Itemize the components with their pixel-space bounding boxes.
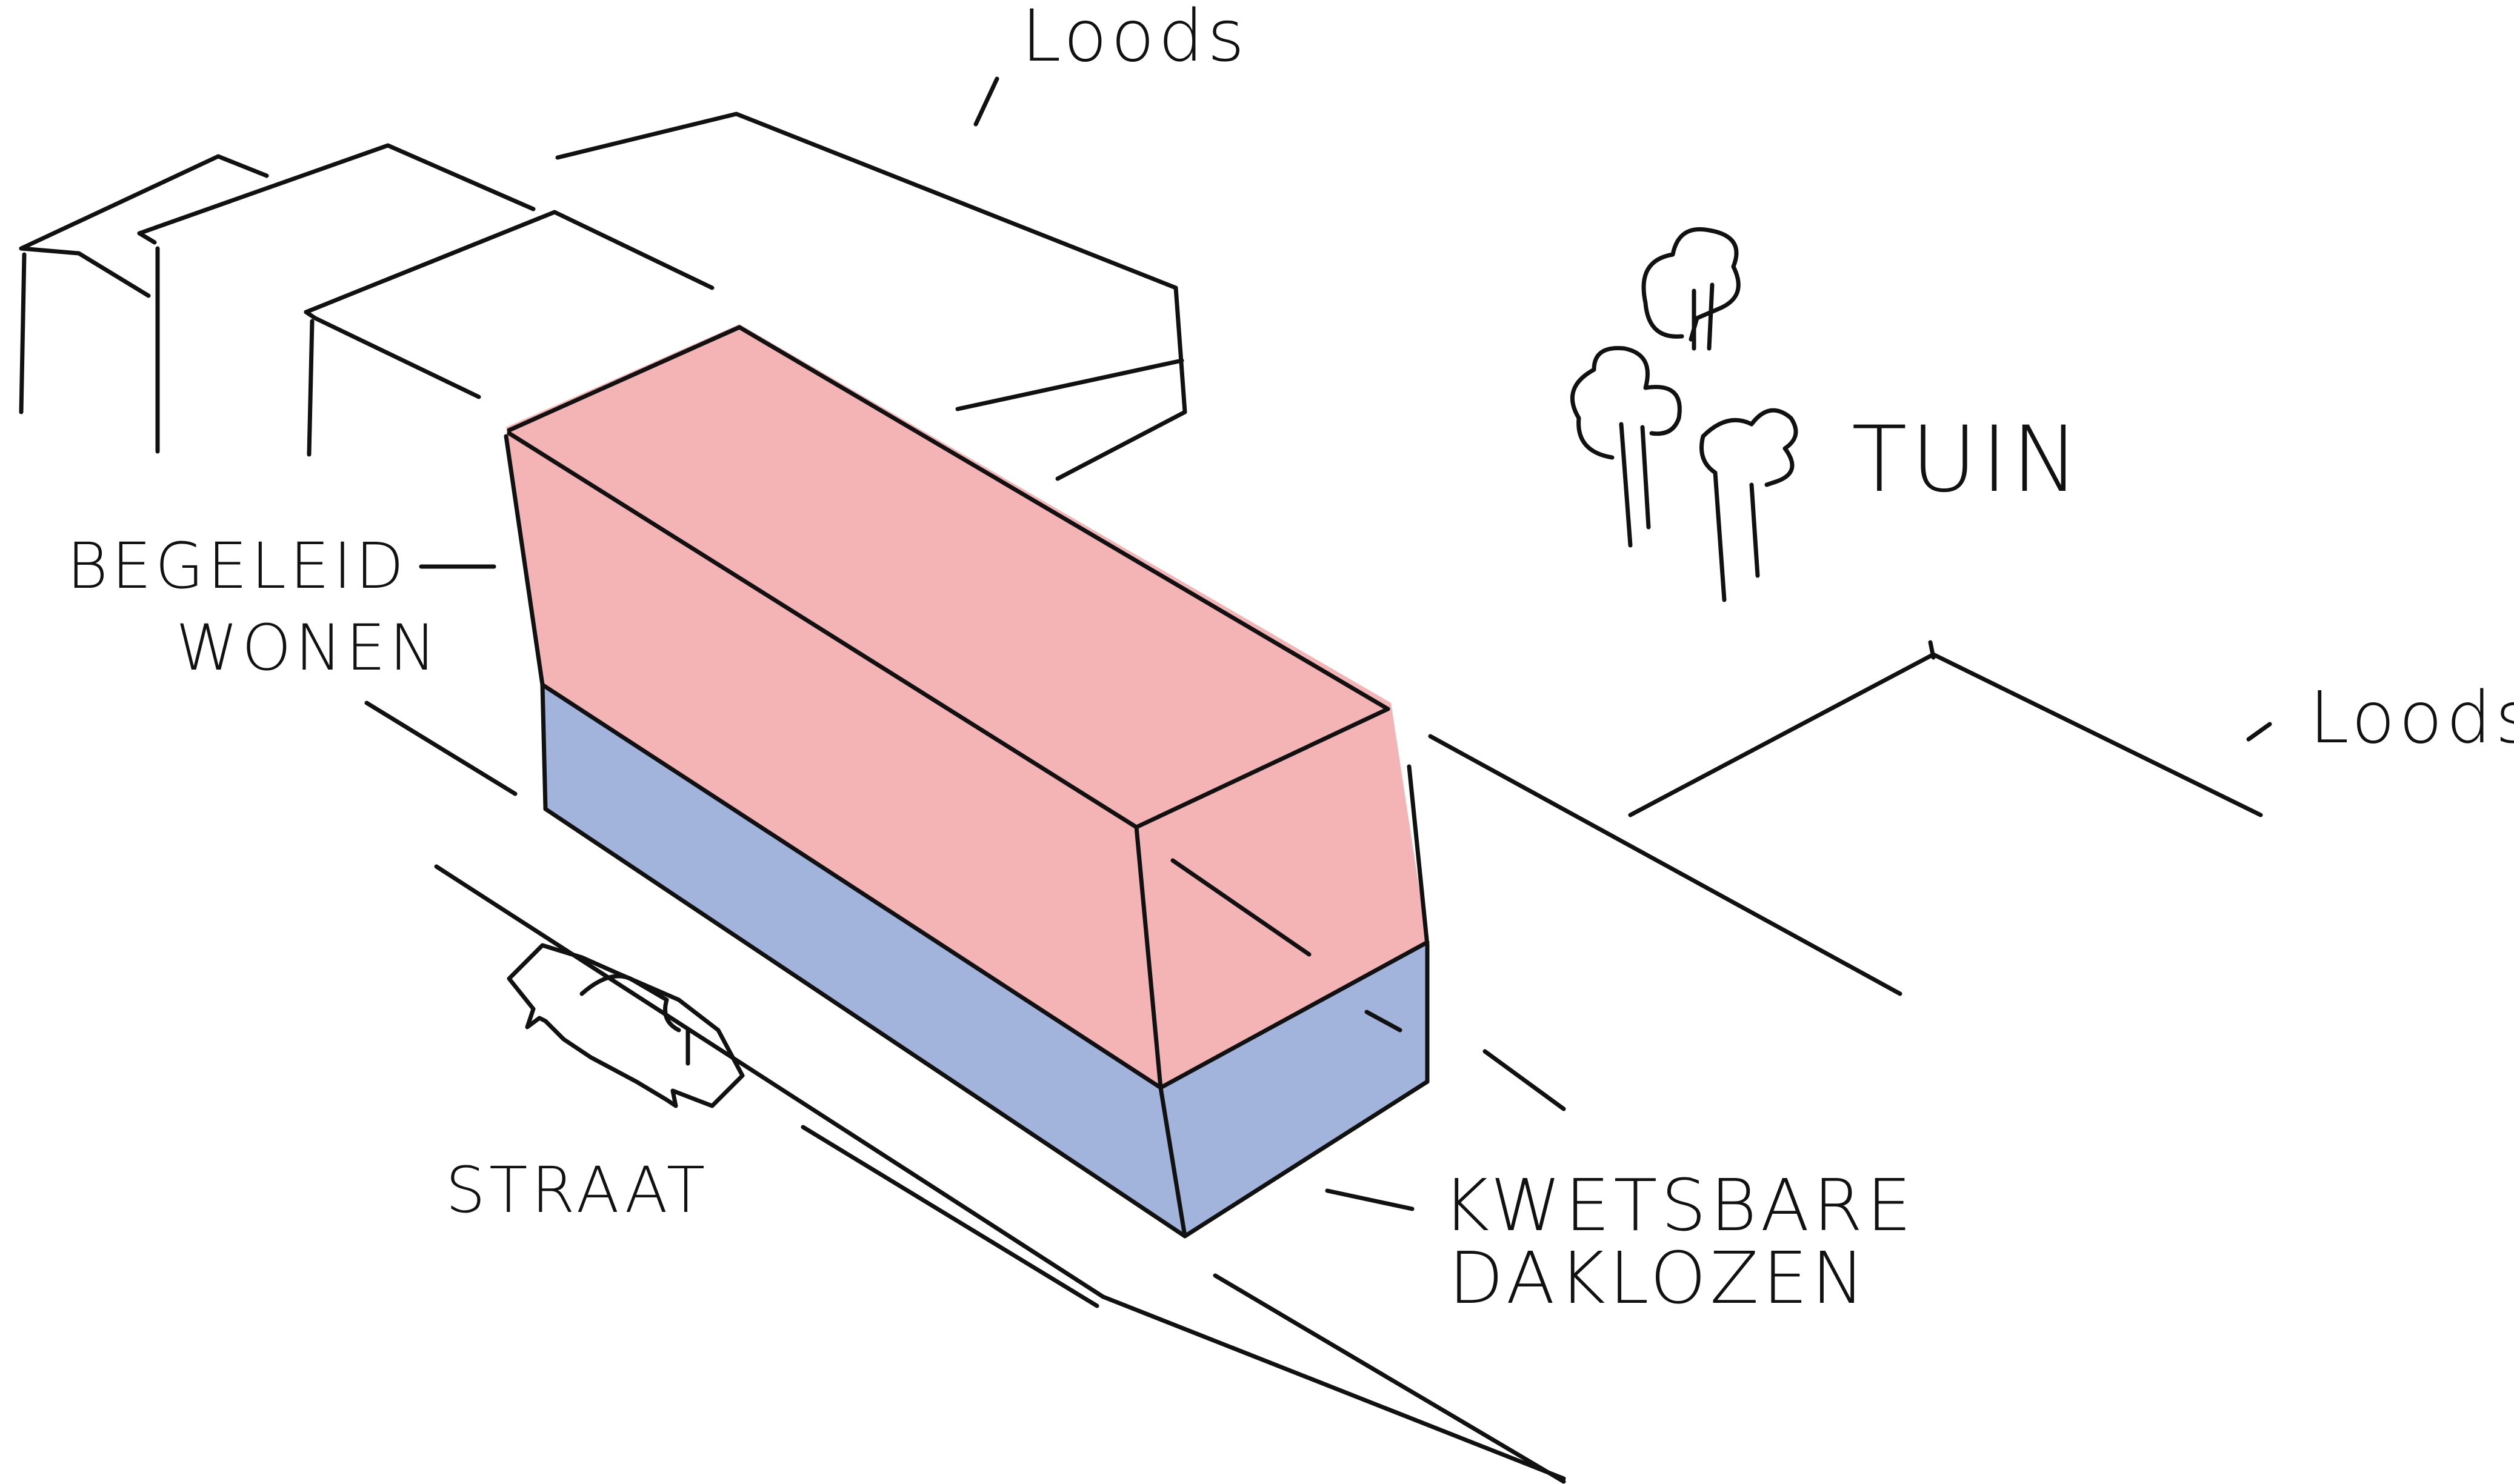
volume-begeleid-wonen: [506, 324, 1427, 1236]
loods-building-right: [1630, 642, 2261, 815]
label-begeleid-line1: BEGELEID: [67, 529, 408, 603]
tree-icon: [1572, 348, 1679, 545]
leader-kwetsbare-daklozen: [1327, 1191, 1412, 1209]
label-straat: STRAAT: [445, 1153, 709, 1227]
leader-loods-top: [976, 79, 997, 124]
label-loods-top: Loods: [1021, 0, 1248, 78]
label-kwetsbare-line1: KWETSBARE: [1442, 1163, 1915, 1247]
tree-icon: [1702, 410, 1796, 600]
car-icon: [509, 945, 742, 1106]
label-tuin: TUIN: [1852, 407, 2083, 513]
label-kwetsbare-line2: DAKLOZEN: [1449, 1236, 1869, 1320]
label-begeleid-line2: WONEN: [176, 611, 440, 685]
tree-icon: [1644, 229, 1738, 348]
label-loods-right: Loods: [2309, 676, 2514, 759]
leader-loods-right: [2249, 724, 2270, 739]
